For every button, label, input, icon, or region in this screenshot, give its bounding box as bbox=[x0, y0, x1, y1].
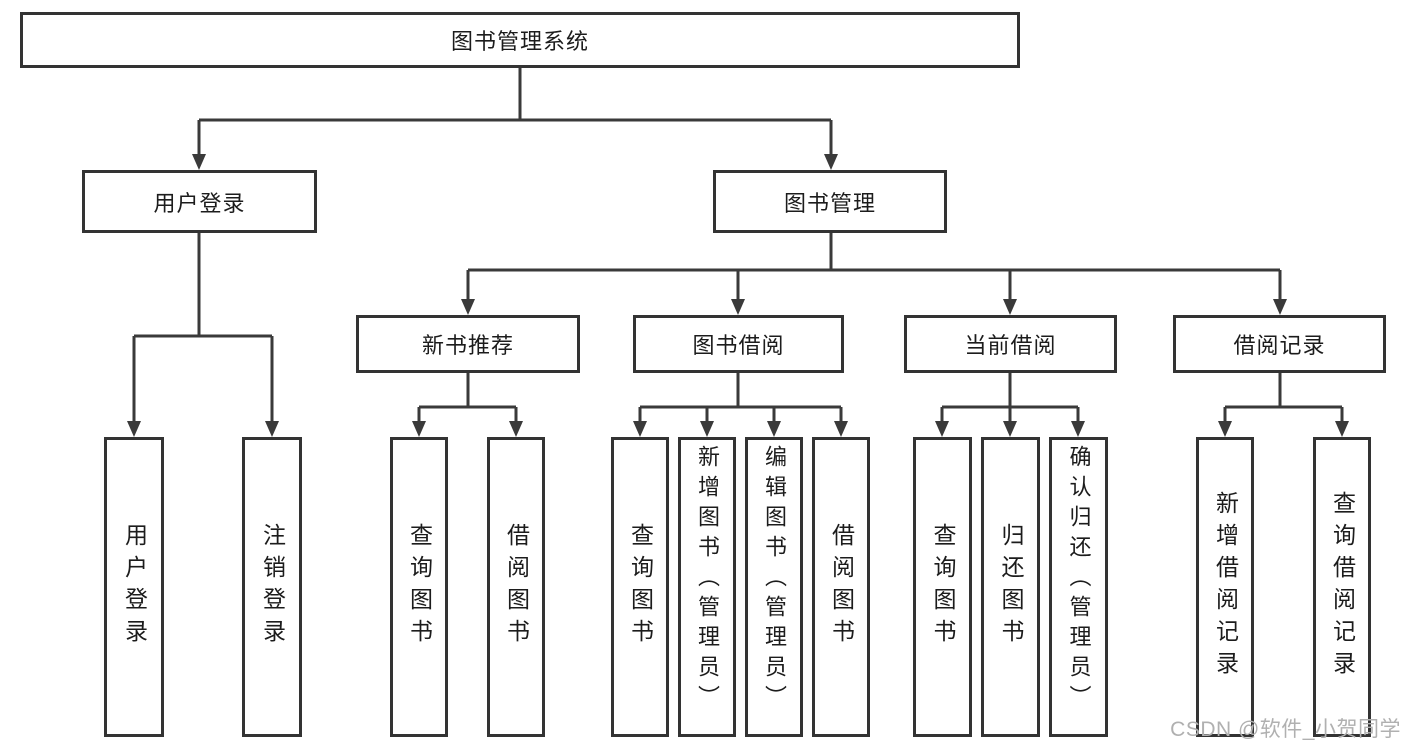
leaf-query-books-2: 查询图书 bbox=[611, 437, 669, 737]
leaf-confirm-return-admin: 确认归还（管理员） bbox=[1049, 437, 1108, 737]
leaf-return-books: 归还图书 bbox=[981, 437, 1040, 737]
node-book-borrow: 图书借阅 bbox=[633, 315, 844, 373]
leaf-query-books-1: 查询图书 bbox=[390, 437, 448, 737]
node-user-login: 用户登录 bbox=[82, 170, 317, 233]
node-book-management-system: 图书管理系统 bbox=[20, 12, 1020, 68]
node-borrow-records: 借阅记录 bbox=[1173, 315, 1386, 373]
leaf-add-borrow-record: 新增借阅记录 bbox=[1196, 437, 1254, 737]
leaf-borrow-books-1: 借阅图书 bbox=[487, 437, 545, 737]
node-current-borrow: 当前借阅 bbox=[904, 315, 1117, 373]
node-book-management: 图书管理 bbox=[713, 170, 947, 233]
leaf-edit-books-admin: 编辑图书（管理员） bbox=[745, 437, 803, 737]
leaf-user-login: 用户登录 bbox=[104, 437, 164, 737]
leaf-query-borrow-record: 查询借阅记录 bbox=[1313, 437, 1371, 737]
leaf-add-books-admin: 新增图书（管理员） bbox=[678, 437, 736, 737]
leaf-borrow-books-2: 借阅图书 bbox=[812, 437, 870, 737]
node-new-book-recommend: 新书推荐 bbox=[356, 315, 580, 373]
leaf-logout: 注销登录 bbox=[242, 437, 302, 737]
csdn-watermark: CSDN @软件_小贺同学 bbox=[1170, 718, 1401, 741]
leaf-query-books-3: 查询图书 bbox=[913, 437, 972, 737]
